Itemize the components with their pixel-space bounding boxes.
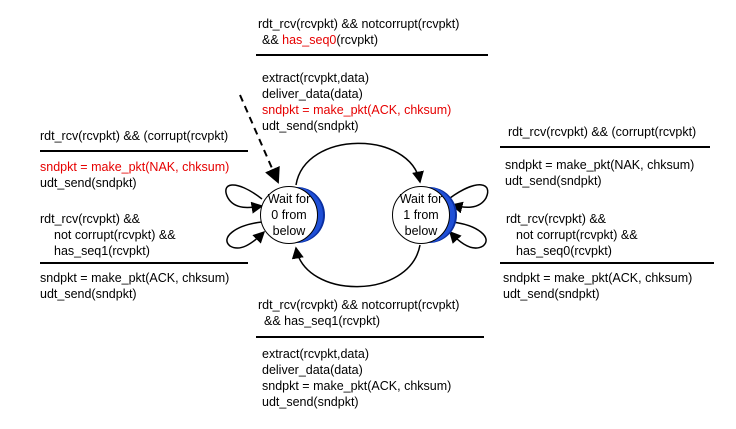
left-self-loop-upper xyxy=(225,184,264,214)
right-seq0-divider xyxy=(500,262,714,264)
left-corrupt-actions: sndpkt = make_pkt(NAK, chksum) udt_send(… xyxy=(40,160,230,190)
bottom-transition-actions: extract(rcvpkt,data) deliver_data(data) … xyxy=(262,347,452,409)
right-corrupt-divider xyxy=(500,146,710,148)
left-corrupt-guard: rdt_rcv(rcvpkt) && (corrupt(rcvpkt) xyxy=(40,129,229,143)
top-transition-divider xyxy=(256,54,488,56)
bottom-transition-divider xyxy=(256,336,484,338)
state-label-line: below xyxy=(272,224,306,238)
state-label-line: 0 from xyxy=(271,208,307,222)
top-transition-actions: extract(rcvpkt,data) deliver_data(data) … xyxy=(262,71,452,133)
right-corrupt-actions: sndpkt = make_pkt(NAK, chksum) udt_send(… xyxy=(505,158,695,188)
state-label-line: Wait for xyxy=(399,192,443,206)
arc-wait1-to-wait0 xyxy=(291,244,421,288)
left-seq1-actions: sndpkt = make_pkt(ACK, chksum) udt_send(… xyxy=(40,271,230,301)
left-seq1-divider xyxy=(40,262,248,264)
state-wait-for-0: Wait for 0 from below xyxy=(260,186,318,244)
arc-wait0-to-wait1 xyxy=(295,142,424,186)
right-seq0-actions: sndpkt = make_pkt(ACK, chksum) udt_send(… xyxy=(503,271,693,301)
right-self-loop-lower xyxy=(448,221,487,249)
right-seq0-guard: rdt_rcv(rcvpkt) && not corrupt(rcvpkt) &… xyxy=(506,212,638,258)
state-label-line: below xyxy=(404,224,438,238)
left-seq1-guard: rdt_rcv(rcvpkt) && not corrupt(rcvpkt) &… xyxy=(40,212,176,258)
left-corrupt-divider xyxy=(40,150,248,152)
left-self-loop-lower xyxy=(226,221,266,249)
top-transition-guard: rdt_rcv(rcvpkt) && notcorrupt(rcvpkt) &&… xyxy=(258,17,460,47)
state-label-line: Wait for xyxy=(267,192,311,206)
right-self-loop-upper xyxy=(449,184,489,214)
bottom-transition-guard: rdt_rcv(rcvpkt) && notcorrupt(rcvpkt) &&… xyxy=(258,298,460,328)
state-label-line: 1 from xyxy=(403,208,439,222)
state-wait-for-1: Wait for 1 from below xyxy=(392,186,450,244)
initial-arrow xyxy=(239,94,280,184)
right-corrupt-guard: rdt_rcv(rcvpkt) && (corrupt(rcvpkt) xyxy=(508,125,697,139)
